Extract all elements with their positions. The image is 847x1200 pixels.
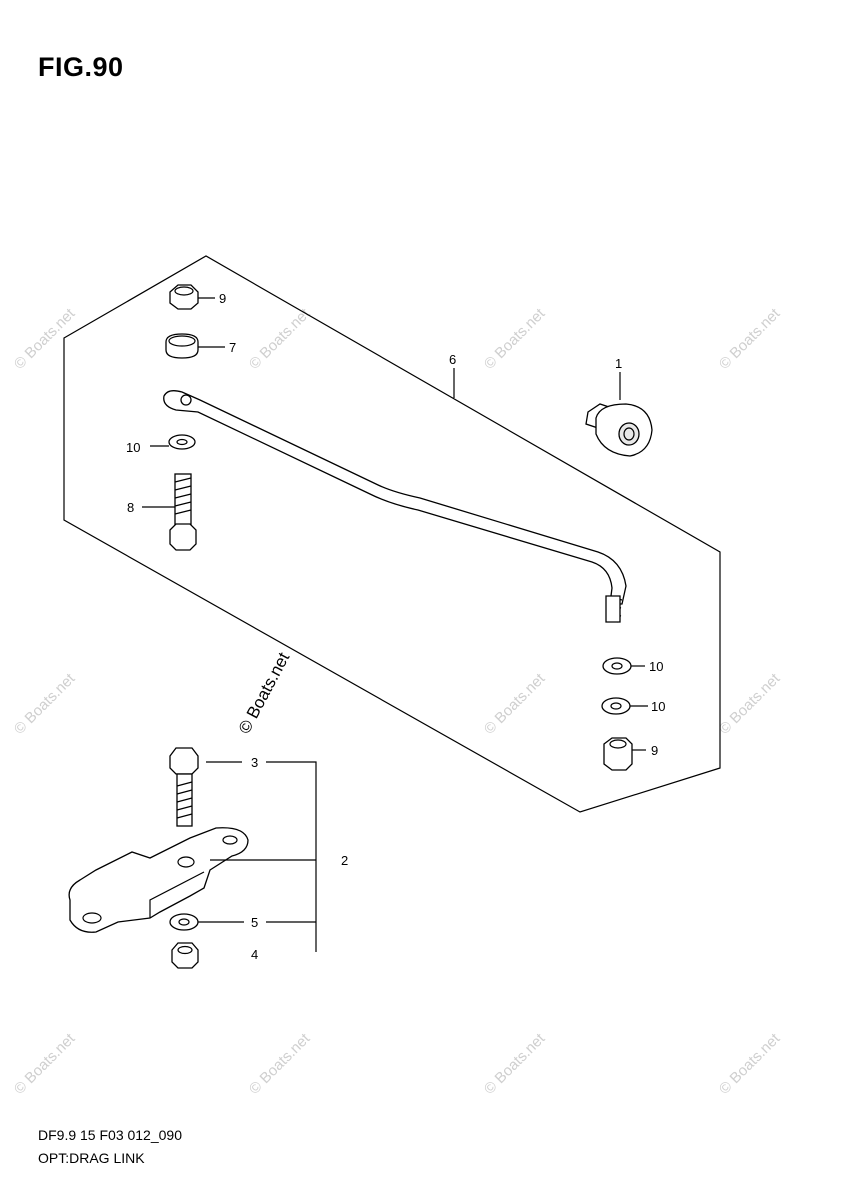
- figure-title: FIG.90: [38, 52, 124, 82]
- bushing-part-7: [165, 333, 225, 359]
- watermark-text-center: © Boats.net: [235, 649, 294, 737]
- watermark-text: © Boats.net: [481, 670, 549, 738]
- callout-7: 7: [229, 340, 236, 355]
- watermark-layer: © Boats.net © Boats.net © Boats.net © Bo…: [11, 305, 784, 1098]
- callout-10: 10: [651, 699, 665, 714]
- callout-5: 5: [251, 915, 258, 930]
- bolt-part-3: [169, 747, 242, 827]
- watermark-text: © Boats.net: [481, 305, 549, 373]
- washer-part-10-right-2: [601, 697, 648, 715]
- bracket-plate-part-2: [68, 827, 316, 933]
- callout-10: 10: [126, 440, 140, 455]
- assembly-boundary: [63, 255, 721, 813]
- watermark-text: © Boats.net: [246, 1030, 314, 1098]
- watermark-text: © Boats.net: [246, 305, 314, 373]
- watermark-text: © Boats.net: [481, 1030, 549, 1098]
- group-bracket-line: [266, 761, 317, 952]
- callout-1: 1: [615, 356, 622, 371]
- ball-joint-part-1: [585, 372, 653, 457]
- watermark-text: © Boats.net: [11, 305, 79, 373]
- callout-3: 3: [251, 755, 258, 770]
- washer-part-10-left: [150, 434, 196, 450]
- watermark-text: © Boats.net: [716, 670, 784, 738]
- callout-2: 2: [341, 853, 348, 868]
- figure-description: OPT:DRAG LINK: [38, 1150, 145, 1166]
- watermark-text: © Boats.net: [11, 1030, 79, 1098]
- callout-10: 10: [649, 659, 663, 674]
- washer-part-10-right-1: [602, 657, 645, 675]
- callout-6: 6: [449, 352, 456, 367]
- callout-8: 8: [127, 500, 134, 515]
- callout-9: 9: [219, 291, 226, 306]
- watermark-text: © Boats.net: [716, 1030, 784, 1098]
- nut-part-4: [171, 942, 199, 969]
- nut-part-9: [169, 284, 215, 310]
- watermark-text: © Boats.net: [11, 670, 79, 738]
- washer-part-5: [169, 913, 244, 931]
- bolt-part-8: [142, 473, 197, 551]
- callout-4: 4: [251, 947, 258, 962]
- model-code: DF9.9 15 F03 012_090: [38, 1127, 182, 1143]
- watermark-text: © Boats.net: [716, 305, 784, 373]
- callout-9: 9: [651, 743, 658, 758]
- drag-link-rod-part-6: [163, 368, 627, 623]
- nut-part-9-right: [603, 737, 646, 771]
